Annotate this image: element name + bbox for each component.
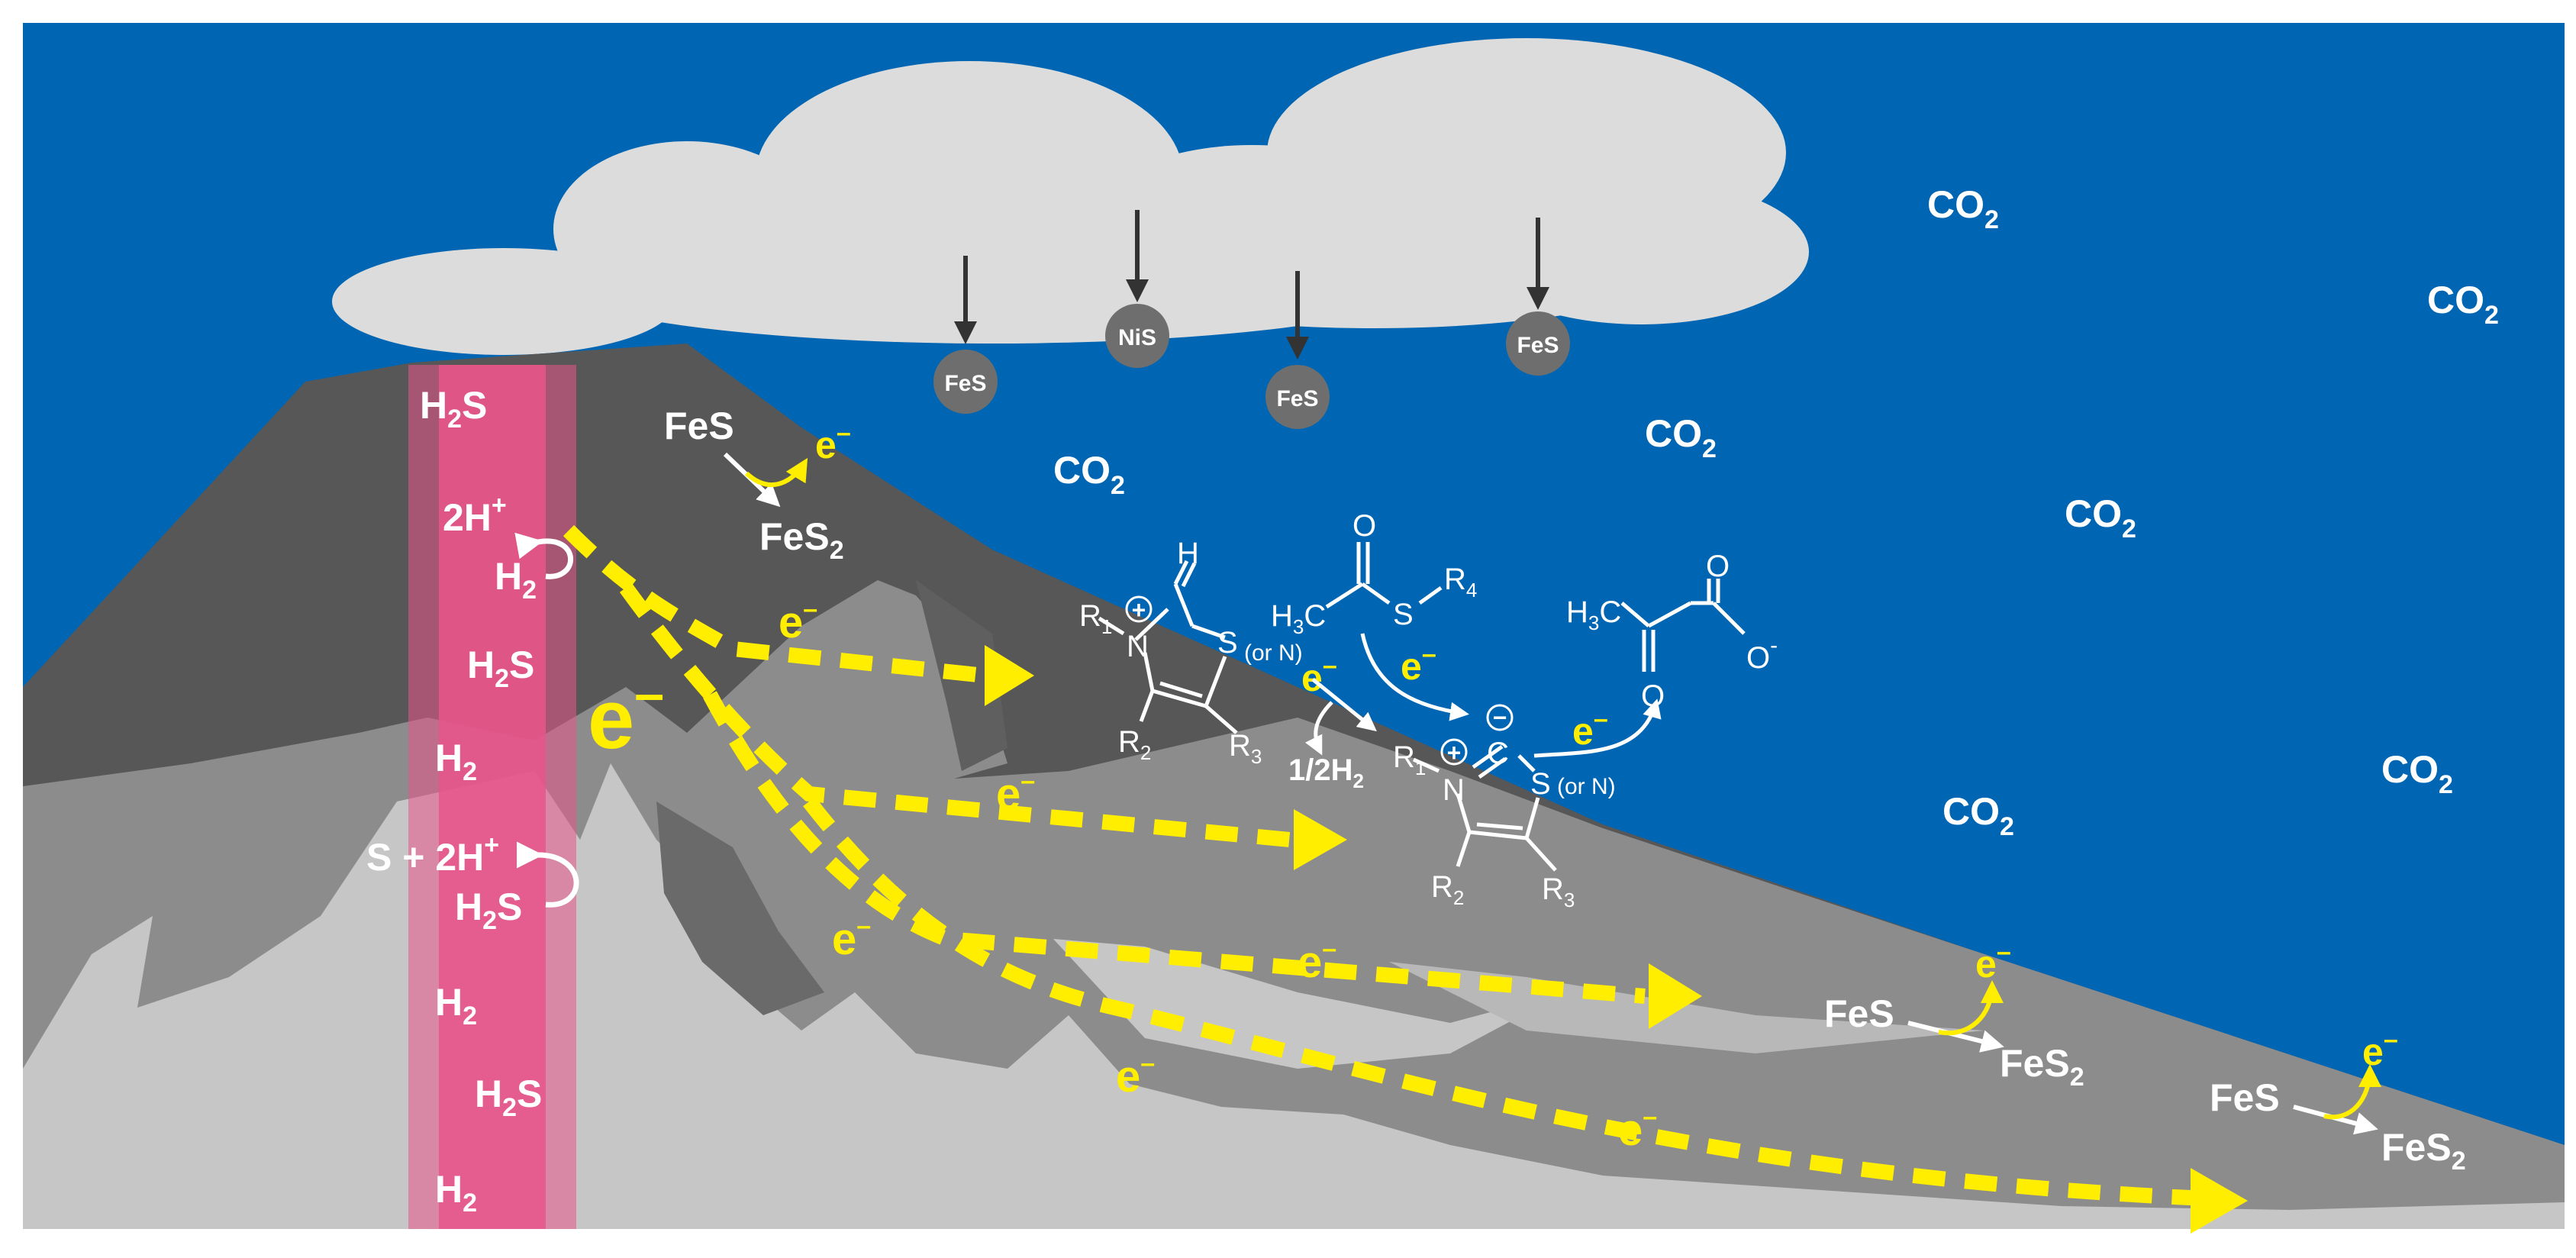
r2-label: R2 — [1431, 870, 1464, 909]
pyrite-reaction-summit: FeS e– FeS2 — [664, 405, 851, 565]
fes2-label: FeS2 — [2000, 1042, 2084, 1092]
thiazolium-reaction: H + R1 N S (or N) R2 R3 H3C O S R4 e– e–… — [1079, 509, 1778, 911]
thiazolium-carbene-ring — [1412, 744, 1557, 872]
hydrothermal-vent-column — [408, 365, 576, 1229]
co2-label: CO2 — [2427, 279, 2499, 330]
electron-label: e– — [1572, 705, 1608, 753]
electron-labels: e– e– e– e– e– e– e– — [588, 595, 1657, 1155]
volcano-light-rock — [23, 763, 2565, 1229]
sulfur-atom: S — [1217, 626, 1238, 660]
nitrogen-atom: N — [1443, 773, 1465, 807]
h2s-oxidation-curved-arrow — [516, 841, 579, 908]
oxygen-atom: O — [1706, 550, 1730, 583]
fes-label: FeS — [2210, 1076, 2280, 1119]
electron-label: e– — [815, 418, 851, 466]
volcano — [23, 344, 2565, 1229]
carbene-carbon: C — [1487, 737, 1509, 770]
volcano-dark-streak — [656, 802, 824, 1015]
or-n-note: (or N) — [1244, 640, 1303, 666]
oxygen-anion: O- — [1746, 633, 1778, 675]
r1-label: R1 — [1079, 599, 1112, 638]
plus-charge: + — [1132, 596, 1146, 624]
thiazolium-ring-protonated — [1098, 560, 1238, 734]
electron-label: e– — [1116, 1049, 1155, 1102]
vent-label-h2: H2 — [435, 737, 477, 786]
sulfur-atom: S — [1530, 767, 1551, 801]
co2-label: CO2 — [2065, 492, 2136, 544]
volcano-light-streak — [1053, 939, 1565, 1069]
mineral-ball-fes: FeS — [1506, 311, 1570, 376]
vent-label-2h-plus: 2H+ — [443, 491, 507, 539]
electron-label: e– — [996, 766, 1035, 819]
falling-minerals: FeS NiS FeS FeS — [933, 210, 1570, 429]
mineral-label: FeS — [1517, 333, 1559, 358]
vent-label-h2: H2 — [495, 555, 537, 605]
r1-label: R1 — [1393, 740, 1426, 779]
electron-label: e– — [832, 911, 871, 964]
mineral-ball-fes: FeS — [1265, 365, 1330, 429]
h2-oxidation-curved-arrow — [514, 532, 574, 579]
r3-label: R3 — [1229, 729, 1262, 768]
sulfur-atom: S — [1393, 598, 1414, 631]
vent-label-h2: H2 — [435, 1168, 477, 1218]
r2-label: R2 — [1118, 725, 1151, 764]
fes-label: FeS — [664, 405, 734, 447]
h3c-label: H3C — [1271, 599, 1326, 638]
electron-label: e– — [1975, 937, 2011, 985]
electron-label: e– — [2362, 1025, 2398, 1073]
co2-label: CO2 — [1053, 449, 1125, 500]
electron-label: e– — [1301, 651, 1337, 699]
vent-label-s-2h-plus: S + 2H+ — [366, 831, 499, 879]
electron-label: e– — [779, 595, 817, 647]
electron-flow-arrows — [563, 524, 2207, 1206]
h-atom: H — [1177, 537, 1199, 570]
mineral-ball-fes: FeS — [933, 350, 998, 414]
cloud — [332, 38, 1809, 355]
pyruvate-bonds — [1620, 579, 1746, 672]
vent-label-h2: H2 — [435, 981, 477, 1031]
oxygen-atom: O — [1352, 509, 1376, 543]
h3c-label: H3C — [1566, 595, 1621, 634]
oxygen-atom: O — [1641, 679, 1665, 713]
electron-arrowheads — [985, 645, 2248, 1234]
minus-charge: − — [1493, 704, 1507, 731]
thioester-bonds — [1325, 542, 1443, 609]
or-n-note: (or N) — [1557, 774, 1616, 799]
vent-label-h2s: H2S — [420, 384, 487, 434]
mineral-label: FeS — [944, 371, 986, 396]
pyrite-reaction-slope-2: FeS e– FeS2 — [2210, 1025, 2466, 1176]
electron-label: e– — [1401, 640, 1436, 688]
vent-species-labels: H2S 2H+ H2 H2S H2 S + 2H+ H2S H2 H2S H2 — [366, 384, 579, 1218]
nitrogen-atom: N — [1127, 630, 1149, 663]
mineral-ball-nis: NiS — [1105, 304, 1169, 368]
plus-charge: + — [1447, 739, 1462, 766]
electron-label: e– — [1298, 934, 1336, 987]
electron-label-large: e– — [588, 663, 664, 766]
r4-label: R4 — [1444, 563, 1477, 602]
vent-label-h2s: H2S — [475, 1073, 542, 1122]
co2-label: CO2 — [2381, 748, 2453, 799]
pyrite-reaction-slope-1: FeS e– FeS2 — [1824, 937, 2084, 1092]
co2-label: CO2 — [1942, 790, 2014, 841]
r3-label: R3 — [1542, 873, 1575, 911]
mineral-label: NiS — [1118, 325, 1156, 350]
half-h2-label: 1/2H2 — [1288, 753, 1364, 792]
fes2-label: FeS2 — [759, 515, 844, 565]
fes2-label: FeS2 — [2381, 1126, 2466, 1176]
co2-label: CO2 — [1645, 412, 1717, 463]
co2-label: CO2 — [1927, 183, 1999, 234]
co2-labels: CO2 CO2 CO2 CO2 CO2 CO2 CO2 — [1053, 183, 2499, 841]
vent-label-h2s: H2S — [455, 885, 522, 935]
mineral-label: FeS — [1276, 386, 1318, 411]
fes-label: FeS — [1824, 992, 1894, 1035]
electron-label: e– — [1618, 1102, 1657, 1155]
vent-label-h2s: H2S — [467, 644, 534, 693]
